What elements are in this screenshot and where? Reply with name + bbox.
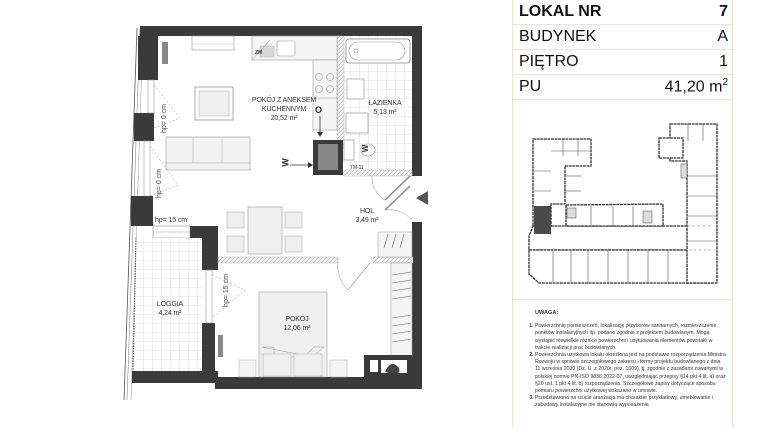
room-label-living: POKÓJ Z ANEKSEM KUCHENNYM 20,52 m²	[229, 96, 339, 123]
window-height-label: hp= 0 cm	[156, 169, 163, 198]
note-item: Powierzchnia użytkowa lokalu określona j…	[535, 352, 726, 395]
info-label: PIĘTRO	[519, 53, 579, 70]
apartment-info-panel: LOKAL NR 7 BUDYNEK A PIĘTRO 1 PU 41,20 m…	[512, 0, 733, 428]
room-area: 20,52 m²	[270, 115, 298, 122]
info-row-building: BUDYNEK A	[513, 25, 732, 50]
building-key-plan	[513, 96, 732, 300]
info-value: 7	[719, 3, 728, 20]
room-name: ŁAZIENKA	[368, 100, 402, 107]
room-area: 5,13 m²	[373, 109, 397, 116]
info-value: 41,20 m2	[665, 77, 728, 96]
room-label-hall: HOL 3,49 m²	[347, 207, 387, 225]
area-number: 41,20 m	[664, 78, 723, 96]
info-label: BUDYNEK	[519, 28, 597, 45]
room-area: 3,49 m²	[355, 217, 379, 224]
heat-meter-label: W	[361, 144, 371, 153]
info-row-floor: PIĘTRO 1	[513, 50, 732, 75]
info-label: PU	[519, 78, 542, 95]
window-height-label: hp= 15 cm	[155, 217, 187, 224]
info-value: 1	[719, 53, 728, 70]
room-area: 4,24 m²	[158, 310, 182, 317]
floor-plan-drawing	[123, 26, 428, 401]
room-name: HOL	[359, 208, 375, 215]
info-row-unit-number: LOKAL NR 7	[513, 0, 732, 25]
room-label-bathroom: ŁAZIENKA 5,13 m²	[360, 99, 410, 117]
tm-label: TM-11	[350, 165, 364, 171]
room-name-line2: KUCHENNYM	[261, 106, 307, 113]
room-label-bedroom: POKÓJ 12,06 m²	[272, 315, 322, 333]
info-label: LOKAL NR	[519, 3, 602, 20]
gas-meter-label: O	[315, 105, 322, 115]
sink-mark-label: ZM	[255, 50, 263, 56]
key-plan-drawing	[528, 123, 718, 284]
floor-plan: POKÓJ Z ANEKSEM KUCHENNYM 20,52 m² ŁAZIE…	[123, 26, 428, 401]
room-name: POKÓJ	[285, 316, 309, 323]
note-item: Przedstawiona na rzucie aranżacja ma cha…	[535, 395, 726, 409]
notes-section: UWAGA: Powierzchnię pomieszczeń, lokaliz…	[513, 310, 732, 410]
area-unit-superscript: 2	[722, 77, 728, 89]
notes-list: Powierzchnię pomieszczeń, lokalizację pr…	[513, 323, 732, 409]
window-height-label: hp= 15 cm	[222, 274, 230, 307]
room-name: POKÓJ Z ANEKSEM	[251, 97, 317, 104]
window-height-label: hp= 0 cm	[161, 104, 168, 133]
note-item: Powierzchnię pomieszczeń, lokalizację pr…	[535, 323, 726, 352]
room-label-loggia: LOGGIA 4,24 m²	[145, 300, 195, 318]
highlighted-unit	[534, 206, 551, 234]
info-row-usable-area: PU 41,20 m2	[513, 75, 732, 100]
water-meter-label: W	[280, 158, 291, 167]
info-value: A	[717, 28, 728, 45]
room-name: LOGGIA	[156, 301, 184, 308]
notes-heading: UWAGA:	[535, 310, 559, 316]
room-area: 12,06 m²	[283, 325, 311, 332]
